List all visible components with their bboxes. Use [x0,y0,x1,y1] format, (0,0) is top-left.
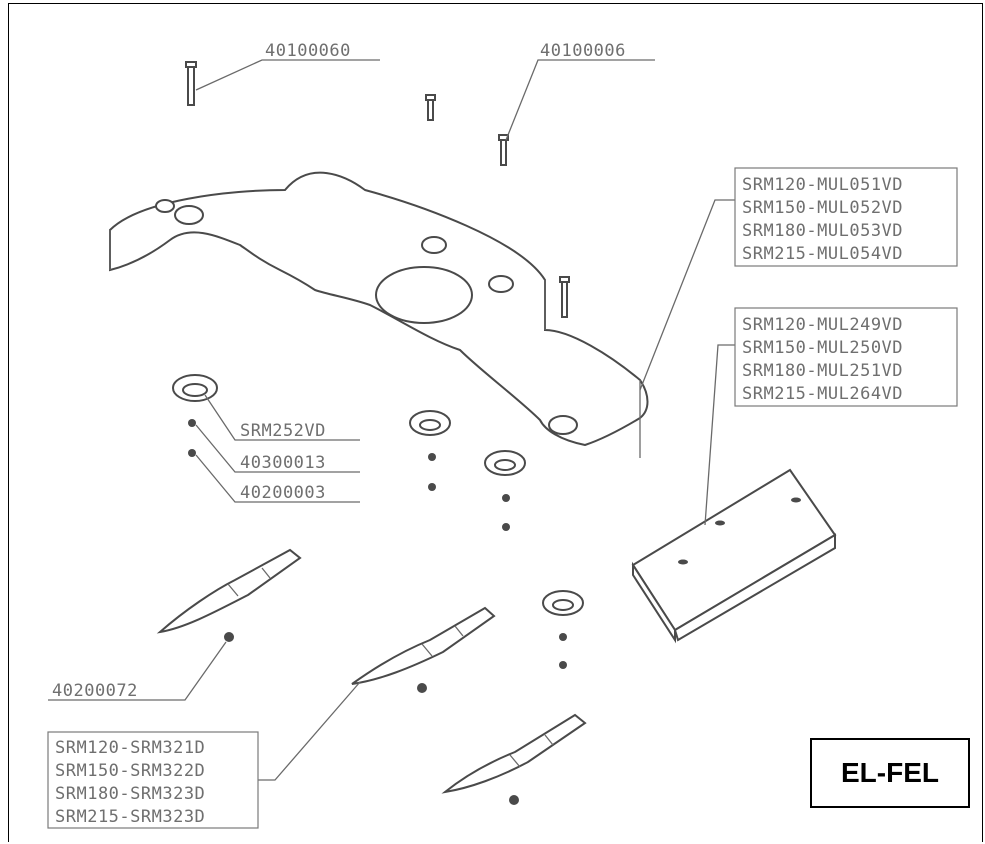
leader-blade-nut [48,641,227,701]
screw-top-right [498,134,509,166]
cup-washer-right [484,450,526,476]
plate-codes-box [734,167,958,267]
leader-nut-small [195,424,360,473]
leader-screw-top-right [505,59,655,141]
bracket-code: SRM180-MUL251VD [742,361,903,381]
model-badge: EL-FEL [810,738,970,808]
leader-washer-cup [204,394,360,441]
screw-top-left [185,61,197,106]
label-washer-cup: SRM252VD [240,421,326,441]
blade-code: SRM180-SRM323D [55,784,205,804]
blade-left [156,548,302,634]
blade-code: SRM215-SRM323D [55,807,205,827]
small-washer-mid [428,483,436,491]
screw-plate [559,276,570,318]
cup-washer-left [172,374,218,402]
small-nut-low [559,633,567,641]
small-washer-right [502,523,510,531]
label-screw-top-left: 40100060 [265,41,351,61]
blade-codes-box [47,731,259,829]
small-nut-left [188,419,196,427]
small-washer-left [188,449,196,457]
leader-screw-top-left [195,59,380,91]
plate-code: SRM215-MUL054VD [742,244,903,264]
plate-code: SRM180-MUL053VD [742,221,903,241]
leader-washer-small [195,454,360,503]
bracket-code: SRM120-MUL249VD [742,315,903,335]
small-nut-mid [428,453,436,461]
leader-blade [258,681,361,781]
blade-code: SRM150-SRM322D [55,761,205,781]
label-screw-top-right: 40100006 [540,41,626,61]
bracket-codes-box [734,307,958,407]
diagram-frame [8,3,983,842]
cup-washer-low [542,590,584,616]
blade-nut-mid [417,683,427,693]
small-nut-right [502,494,510,502]
blade-nut-left [224,632,234,642]
cup-washer-mid [409,410,451,436]
label-blade-nut: 40200072 [52,681,138,701]
blade-nut-low [509,795,519,805]
plate-code: SRM150-MUL052VD [742,198,903,218]
small-washer-low [559,661,567,669]
screw-top-middle [425,94,436,121]
bracket-code: SRM215-MUL264VD [742,384,903,404]
label-washer-small: 40200003 [240,483,326,503]
mulching-bracket [631,468,837,644]
plate-code: SRM120-MUL051VD [742,175,903,195]
blade-lower [441,713,587,794]
leader-bracket [704,344,735,526]
label-nut-small: 40300013 [240,453,326,473]
blade-middle [351,606,496,685]
blade-code: SRM120-SRM321D [55,738,205,758]
bracket-code: SRM150-MUL250VD [742,338,903,358]
mounting-plate [109,171,649,458]
leader-plate [639,199,735,391]
